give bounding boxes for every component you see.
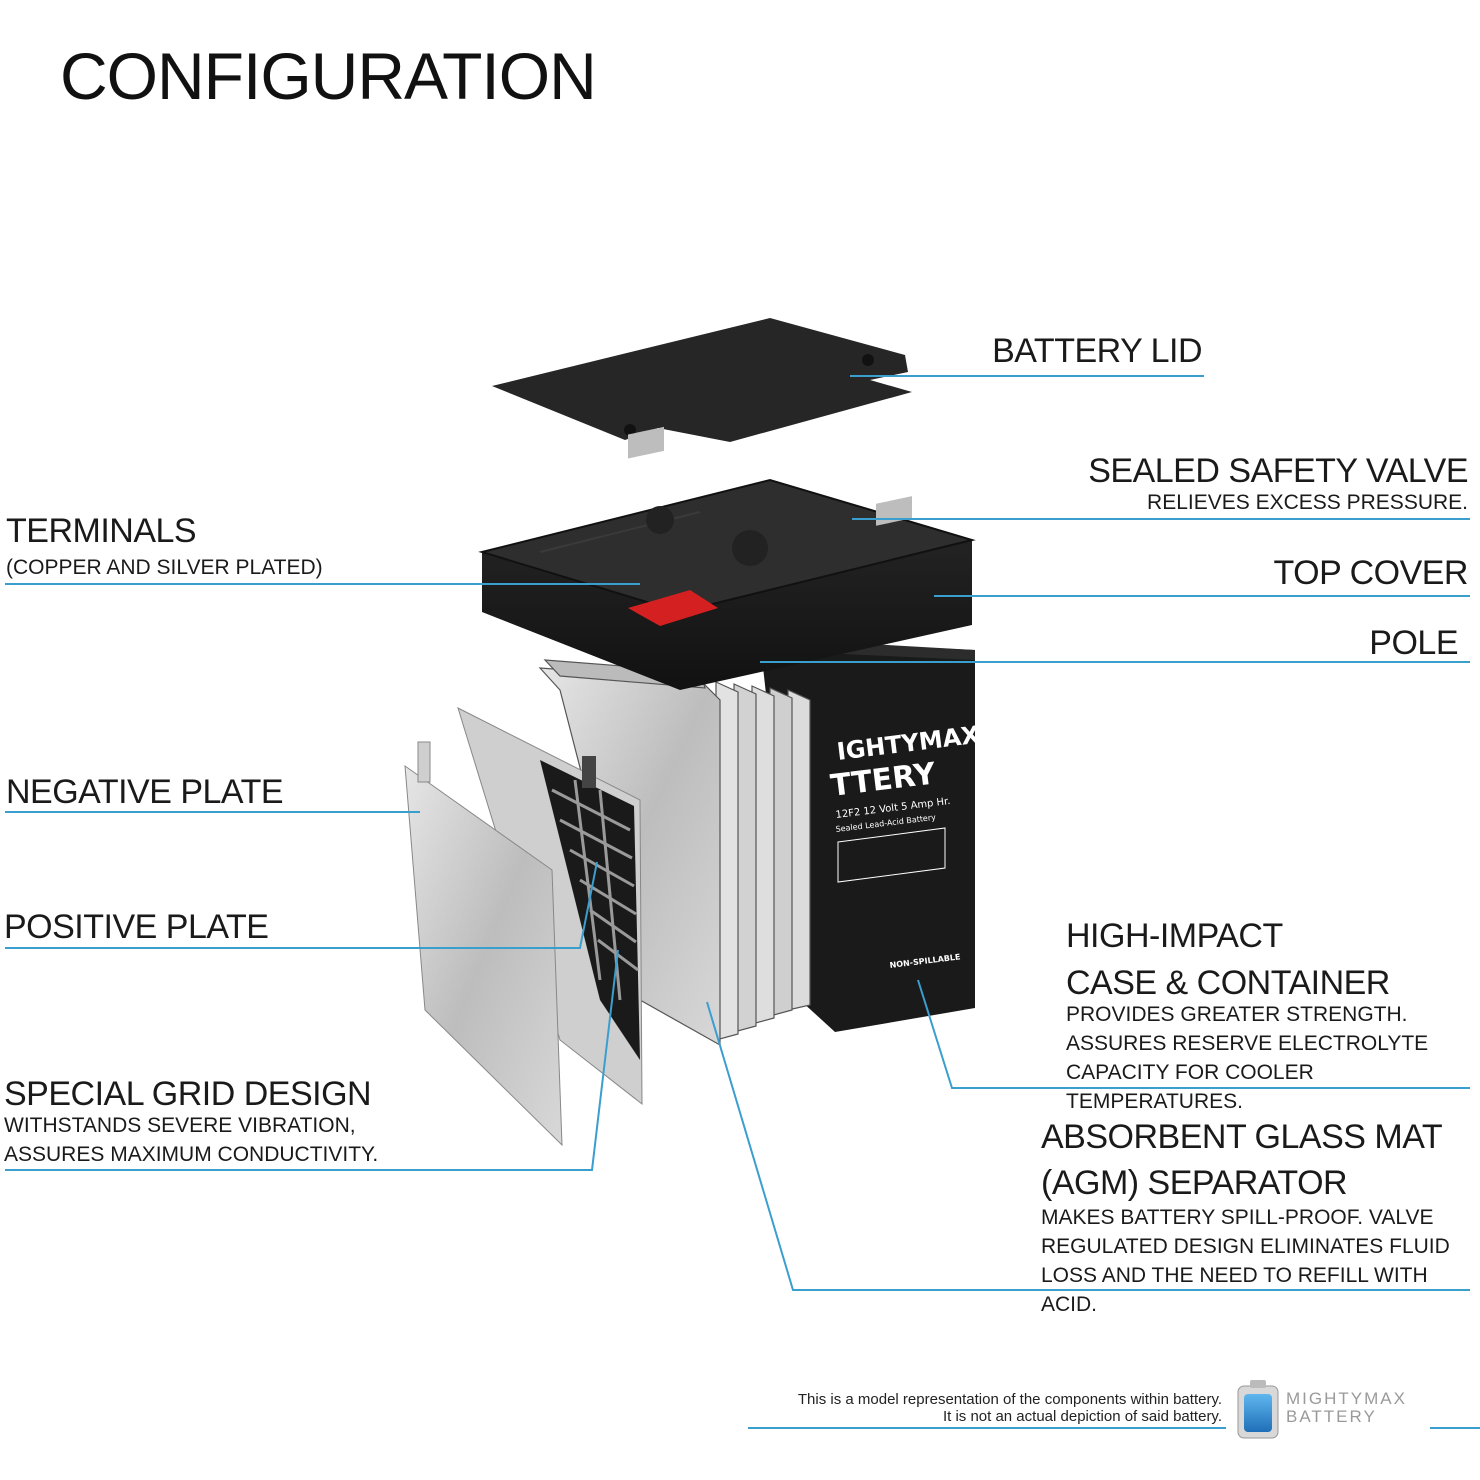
label-battery-lid: BATTERY LID [992,332,1202,370]
leader-lines [5,375,1480,1429]
label-high-impact-desc-2: ASSURES RESERVE ELECTROLYTE [1066,1032,1429,1055]
label-high-impact-2: CASE & CONTAINER [1066,964,1390,1002]
leader-positive-plate [5,861,598,949]
top-cover [478,426,976,690]
negative-plate [404,741,563,1147]
label-sealed-safety-valve-desc: RELIEVES EXCESS PRESSURE. [1147,491,1468,514]
page-title: CONFIGURATION [60,39,597,113]
label-special-grid-desc-2: ASSURES MAXIMUM CONDUCTIVITY. [4,1143,379,1166]
label-negative-plate: NEGATIVE PLATE [6,773,284,811]
disclaimer-line-2: It is not an actual depiction of said ba… [942,1407,1222,1425]
label-positive-plate: POSITIVE PLATE [4,908,269,946]
leader-agm [706,1001,1470,1291]
mightymax-logo-icon [1237,1380,1279,1439]
label-special-grid-desc-1: WITHSTANDS SEVERE VIBRATION, [4,1114,356,1137]
terminal-red-cap [628,590,718,626]
label-sealed-safety-valve: SEALED SAFETY VALVE [1088,452,1468,490]
logo-line-2: BATTERY [1286,1406,1377,1426]
leader-case [917,979,1470,1089]
label-agm-1: ABSORBENT GLASS MAT [1041,1118,1443,1156]
label-agm-desc-2: REGULATED DESIGN ELIMINATES FLUID [1041,1235,1450,1258]
label-terminals: TERMINALS [6,512,197,550]
label-special-grid: SPECIAL GRID DESIGN [4,1075,372,1113]
grid-plate-lug [582,756,596,788]
terminal-positive [628,426,664,459]
label-agm-2: (AGM) SEPARATOR [1041,1164,1348,1202]
label-high-impact-desc-3: CAPACITY FOR COOLER TEMPERATURES. [1066,1061,1314,1113]
leader-special-grid [5,949,619,1171]
label-high-impact-desc-1: PROVIDES GREATER STRENGTH. [1066,1003,1408,1026]
disclaimer-line-1: This is a model representation of the co… [797,1391,1222,1408]
label-pole: POLE [1369,624,1458,662]
label-terminals-desc: (COPPER AND SILVER PLATED) [6,556,323,579]
battery-lid [492,318,912,442]
logo-line-1: MIGHTYMAX [1286,1389,1407,1408]
label-agm-desc-1: MAKES BATTERY SPILL-PROOF. VALVE [1041,1206,1434,1229]
label-top-cover: TOP COVER [1273,554,1468,592]
label-agm-desc-3: LOSS AND THE NEED TO REFILL WITH ACID. [1041,1264,1428,1316]
mightymax-logo-text: MIGHTYMAX BATTERY [1286,1390,1407,1426]
disclaimer: This is a model representation of the co… [797,1391,1222,1425]
label-high-impact-1: HIGH-IMPACT [1066,917,1283,955]
